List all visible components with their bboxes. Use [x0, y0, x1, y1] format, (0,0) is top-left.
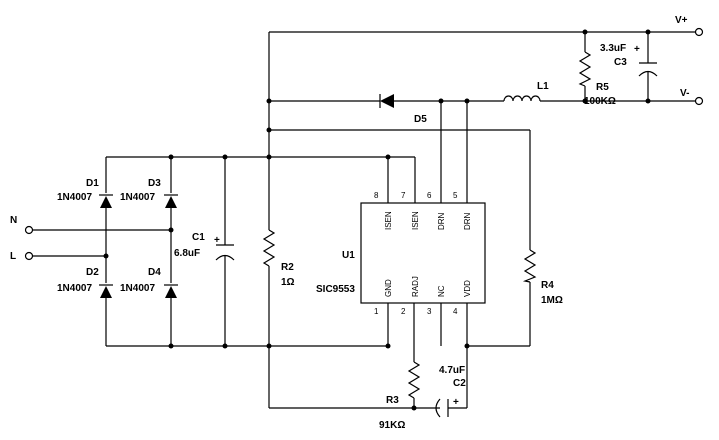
r5-ref: R5: [596, 82, 609, 93]
diode-d3: D3 1N4007: [120, 178, 178, 208]
c3-polarity: +: [634, 44, 640, 55]
pin-1-name: GND: [384, 279, 393, 297]
resistor-r4: R4 1MΩ: [522, 249, 563, 306]
wires: [32, 31, 696, 409]
terminal-vminus-label: V-: [680, 88, 689, 99]
pin-8-number: 8: [374, 191, 379, 200]
diode-d4: D4 1N4007: [120, 267, 178, 298]
c1-ref: C1: [192, 232, 205, 243]
c2-polarity: +: [453, 397, 459, 408]
r2-ref: R2: [281, 262, 294, 273]
pin-8-name: ISEN: [384, 211, 393, 230]
capacitor-c1: + C1 6.8uF: [174, 232, 235, 261]
pin-2-name: RADJ: [411, 276, 420, 297]
terminal-vminus: V-: [680, 88, 704, 106]
terminal-n: N: [10, 215, 34, 235]
terminal-vplus: V+: [675, 15, 704, 37]
capacitor-c2: + 4.7uF C2: [435, 365, 466, 418]
c2-ref: C2: [453, 378, 466, 389]
d4-part: 1N4007: [120, 283, 155, 294]
pin-5-number: 5: [453, 191, 458, 200]
l1-ref: L1: [537, 81, 549, 92]
capacitor-c3: + 3.3uF C3: [600, 43, 658, 77]
d3-ref: D3: [148, 178, 161, 189]
pin-7-name: ISEN: [411, 211, 420, 230]
resistor-r5: R5 100KΩ: [578, 51, 616, 107]
c2-value: 4.7uF: [439, 365, 465, 376]
u1-ref: U1: [342, 250, 355, 261]
inductor-l1: L1: [503, 81, 549, 102]
ic-u1-body: [360, 202, 486, 304]
r4-value: 1MΩ: [541, 295, 563, 306]
junction-dots: [103, 29, 651, 411]
d1-part: 1N4007: [57, 192, 92, 203]
d4-ref: D4: [148, 267, 161, 278]
terminal-n-label: N: [10, 215, 17, 226]
u1-part: SIC9553: [316, 284, 355, 295]
terminal-l-label: L: [10, 251, 16, 262]
c3-value: 3.3uF: [600, 43, 626, 54]
pin-2-number: 2: [401, 307, 406, 316]
pin-6-number: 6: [427, 191, 432, 200]
resistor-r3: R3 91KΩ: [379, 361, 421, 431]
c1-value: 6.8uF: [174, 248, 200, 259]
diode-d1: D1 1N4007: [57, 178, 113, 208]
c3-ref: C3: [614, 57, 627, 68]
pin-4-name: VDD: [463, 280, 472, 297]
d2-ref: D2: [86, 267, 99, 278]
r3-value: 91KΩ: [379, 420, 405, 431]
diode-d2: D2 1N4007: [57, 267, 113, 298]
terminal-vplus-label: V+: [675, 15, 688, 26]
terminal-l: L: [10, 251, 34, 262]
r4-ref: R4: [541, 280, 554, 291]
pin-4-number: 4: [453, 307, 458, 316]
pin-3-number: 3: [427, 307, 432, 316]
resistor-r2: R2 1Ω: [262, 229, 295, 288]
d3-part: 1N4007: [120, 192, 155, 203]
d5-ref: D5: [414, 114, 427, 125]
diode-d5: D5: [379, 94, 427, 125]
r3-ref: R3: [386, 395, 399, 406]
d1-ref: D1: [86, 178, 99, 189]
ic-u1: U1 SIC9553 8 7 6 5 ISEN ISEN DRN DRN GND…: [316, 191, 486, 316]
r2-value: 1Ω: [281, 277, 295, 288]
pin-1-number: 1: [374, 307, 379, 316]
pin-7-number: 7: [401, 191, 406, 200]
pin-5-name: DRN: [463, 212, 472, 230]
pin-3-name: NC: [437, 285, 446, 297]
r5-value: 100KΩ: [584, 96, 616, 107]
c1-polarity: +: [214, 235, 220, 246]
pin-6-name: DRN: [437, 212, 446, 230]
d2-part: 1N4007: [57, 283, 92, 294]
